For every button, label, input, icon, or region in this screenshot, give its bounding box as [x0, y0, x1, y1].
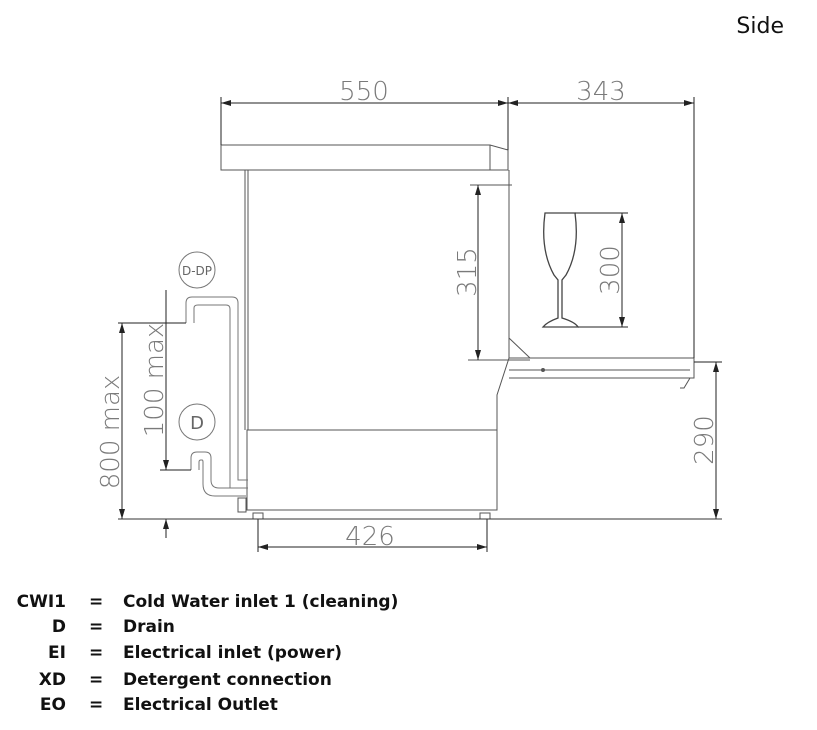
side-view-drawing: D-DP D 550 343 426 315 300 290 800 max 1…	[96, 77, 722, 552]
legend-eq: =	[89, 670, 104, 690]
dimension-lines	[118, 97, 722, 552]
dim-800-max: 800 max	[96, 375, 126, 490]
dim-343: 343	[576, 77, 626, 107]
legend-desc: Drain	[123, 617, 175, 637]
dim-100-max: 100 max	[140, 323, 170, 438]
legend-eq: =	[89, 643, 104, 663]
legend-desc: Electrical inlet (power)	[123, 643, 343, 663]
dim-300: 300	[596, 245, 626, 295]
legend-eq: =	[89, 695, 104, 715]
legend-desc: Detergent connection	[123, 670, 332, 690]
dim-315: 315	[453, 247, 483, 297]
legend-code: CWI1	[16, 592, 66, 612]
legend-code: XD	[38, 670, 66, 690]
machine-outline	[220, 144, 695, 520]
legend-desc: Cold Water inlet 1 (cleaning)	[123, 592, 399, 612]
legend-desc: Electrical Outlet	[123, 695, 278, 715]
legend-code: D	[51, 617, 66, 637]
legend-code: EI	[48, 643, 66, 663]
drain-pipes	[185, 296, 248, 497]
dim-426: 426	[345, 522, 395, 552]
drain-pump-callout	[178, 251, 216, 289]
legend-eq: =	[89, 592, 104, 612]
dim-290: 290	[690, 415, 720, 465]
dim-550: 550	[339, 77, 389, 107]
drain-callout	[178, 403, 216, 441]
drain-label: D	[190, 413, 204, 434]
drain-pump-label: D-DP	[182, 264, 212, 278]
wine-glass-icon	[541, 212, 580, 328]
legend-eq: =	[89, 617, 104, 637]
view-label: Side	[736, 14, 784, 39]
legend-code: EO	[39, 695, 66, 715]
